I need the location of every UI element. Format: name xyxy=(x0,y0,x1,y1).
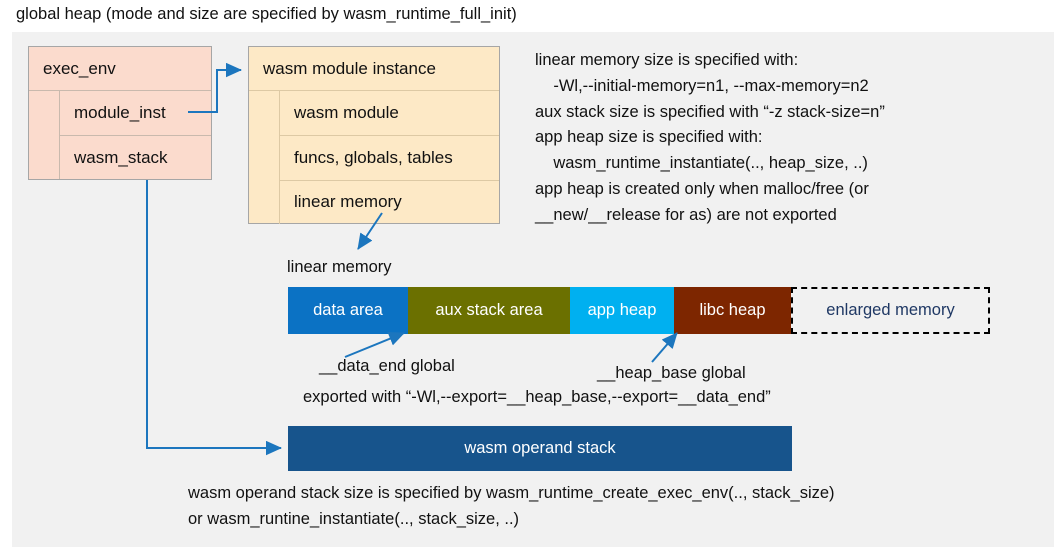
memory-segment-data-area: data area xyxy=(288,287,408,334)
exec-env-header: exec_env xyxy=(29,47,211,91)
heap-base-global-label: __heap_base global xyxy=(597,364,746,382)
page-title: global heap (mode and size are specified… xyxy=(16,5,517,23)
module-instance-field-linear-memory: linear memory xyxy=(280,179,499,224)
memory-size-note: linear memory size is specified with: -W… xyxy=(535,51,885,224)
exported-with-label: exported with “-Wl,--export=__heap_base,… xyxy=(303,388,771,406)
data-end-global-label: __data_end global xyxy=(319,357,455,375)
memory-segment-app-heap: app heap xyxy=(570,287,674,334)
exec-env-body: module_inst wasm_stack xyxy=(29,91,211,179)
module-instance-body: wasm module funcs, globals, tables linea… xyxy=(249,91,499,224)
exec-env-field-wasm-stack: wasm_stack xyxy=(60,135,211,179)
exec-env-gutter xyxy=(29,91,60,179)
module-instance-rows: wasm module funcs, globals, tables linea… xyxy=(280,91,499,224)
module-instance-header: wasm module instance xyxy=(249,47,499,91)
wasm-module-instance-box: wasm module instance wasm module funcs, … xyxy=(248,46,500,224)
module-instance-gutter xyxy=(249,91,280,224)
exec-env-field-module-inst: module_inst xyxy=(74,103,166,122)
module-instance-field-wasm-module: wasm module xyxy=(294,103,399,123)
exec-env-rows: module_inst wasm_stack xyxy=(60,91,211,179)
exec-env-box: exec_env module_inst wasm_stack xyxy=(28,46,212,180)
operand-stack-note: wasm operand stack size is specified by … xyxy=(188,484,835,528)
wasm-operand-stack-box: wasm operand stack xyxy=(288,426,792,471)
module-instance-field-funcs-globals-tables: funcs, globals, tables xyxy=(280,135,499,179)
memory-segment-enlarged-memory: enlarged memory xyxy=(791,287,990,334)
memory-segment-libc-heap: libc heap xyxy=(674,287,791,334)
memory-segment-aux-stack-area: aux stack area xyxy=(408,287,570,334)
linear-memory-label: linear memory xyxy=(287,258,392,276)
